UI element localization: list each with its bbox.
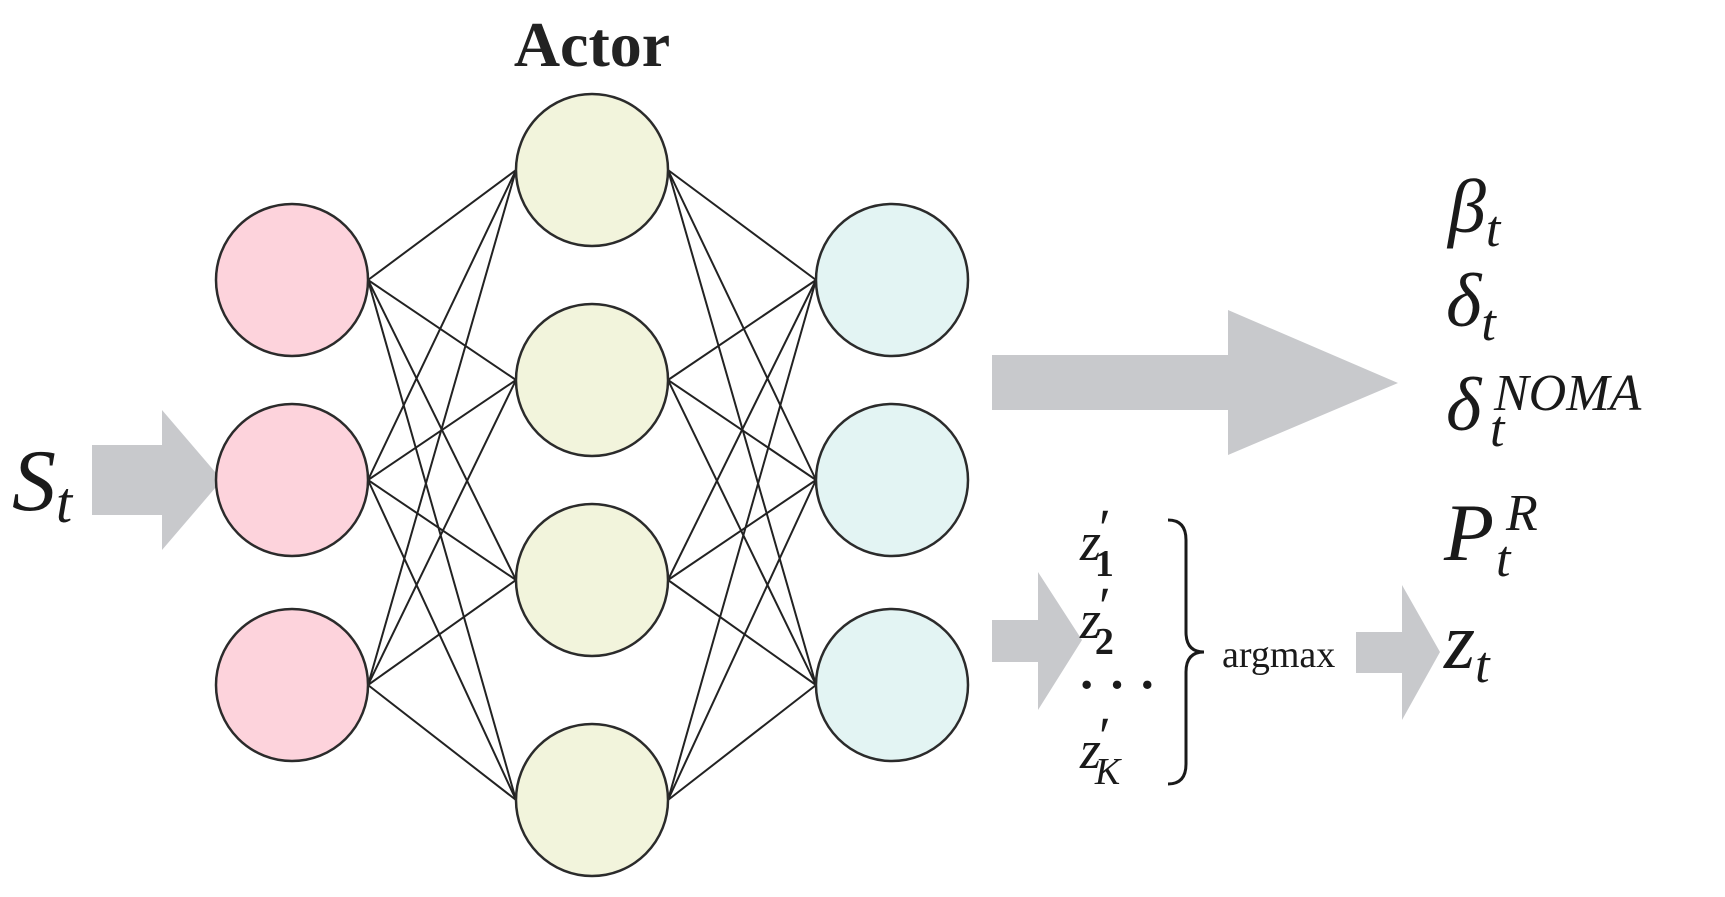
output-power: P (1443, 487, 1494, 578)
z-prime-2: z′2 (1079, 576, 1114, 663)
input-node-3 (214, 607, 370, 763)
network-edges (367, 169, 817, 801)
edge-hidden-4-to-output-1 (667, 279, 817, 801)
edge-hidden-2-to-output-1 (667, 279, 817, 381)
edge-input-1-to-hidden-4 (367, 279, 517, 801)
curly-brace (1167, 518, 1205, 786)
final-output: zt (1443, 598, 1491, 694)
input-node-2 (214, 402, 370, 558)
edge-hidden-1-to-output-2 (667, 169, 817, 481)
input-node-1 (214, 202, 370, 358)
edge-input-3-to-hidden-1 (367, 169, 517, 686)
edge-hidden-3-to-output-2 (667, 479, 817, 581)
edge-hidden-1-to-output-1 (667, 169, 817, 281)
edge-hidden-3-to-output-3 (667, 579, 817, 686)
edge-input-2-to-hidden-4 (367, 479, 517, 801)
z-ellipsis: · · · (1078, 657, 1156, 714)
output-power-sub: t (1496, 531, 1512, 588)
edge-hidden-4-to-output-2 (667, 479, 817, 801)
output-list: βt δt δ t NOMA P t R (1443, 165, 1642, 588)
edge-hidden-1-to-output-3 (667, 169, 817, 686)
output-beta: βt (1446, 165, 1502, 258)
output-node-3 (814, 607, 970, 763)
network-nodes (214, 92, 970, 878)
argmax-arrow (1356, 585, 1440, 720)
z-prime-1: z′1 (1079, 498, 1114, 585)
hidden-node-2 (514, 302, 670, 458)
output-node-1 (814, 202, 970, 358)
output-delta-noma-sub: t (1490, 401, 1506, 458)
edge-hidden-3-to-output-1 (667, 279, 817, 581)
hidden-node-4 (514, 722, 670, 878)
hidden-node-3 (514, 502, 670, 658)
output-delta: δt (1446, 259, 1497, 352)
edge-input-1-to-hidden-2 (367, 279, 517, 381)
output-arrow (992, 310, 1398, 455)
edge-hidden-4-to-output-3 (667, 684, 817, 801)
z-list-arrow (992, 572, 1082, 710)
output-delta-noma-sup: NOMA (1493, 365, 1642, 422)
hidden-node-1 (514, 92, 670, 248)
edge-input-3-to-hidden-3 (367, 579, 517, 686)
edge-input-2-to-hidden-1 (367, 169, 517, 481)
output-delta-noma: δ (1446, 363, 1483, 447)
z-prime-list: z′1 z′2 · · · z′K (1078, 498, 1156, 793)
z-prime-k: z′K (1079, 706, 1122, 793)
edge-hidden-2-to-output-3 (667, 379, 817, 686)
input-arrow (92, 410, 222, 550)
edge-input-2-to-hidden-3 (367, 479, 517, 581)
argmax-label: argmax (1222, 634, 1335, 676)
edge-input-3-to-hidden-2 (367, 379, 517, 686)
diagram-title: Actor (514, 9, 670, 80)
output-node-2 (814, 402, 970, 558)
edge-input-1-to-hidden-1 (367, 169, 517, 281)
input-label: St (12, 433, 74, 535)
edge-input-3-to-hidden-4 (367, 684, 517, 801)
output-power-sup: R (1505, 485, 1538, 542)
